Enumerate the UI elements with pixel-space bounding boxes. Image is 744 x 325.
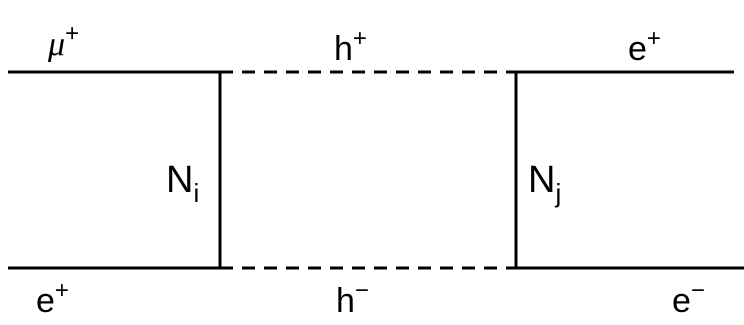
label-bottom-right: e− bbox=[672, 277, 705, 320]
label-bottom-mid: h− bbox=[336, 277, 369, 320]
label-bottom-left: e+ bbox=[36, 277, 69, 320]
label-top-left: μ+ bbox=[47, 20, 79, 63]
label-right-vertical: Nj bbox=[528, 159, 561, 208]
label-top-right: e+ bbox=[628, 25, 661, 68]
label-top-mid: h+ bbox=[334, 25, 367, 68]
label-left-vertical: Ni bbox=[166, 159, 199, 208]
